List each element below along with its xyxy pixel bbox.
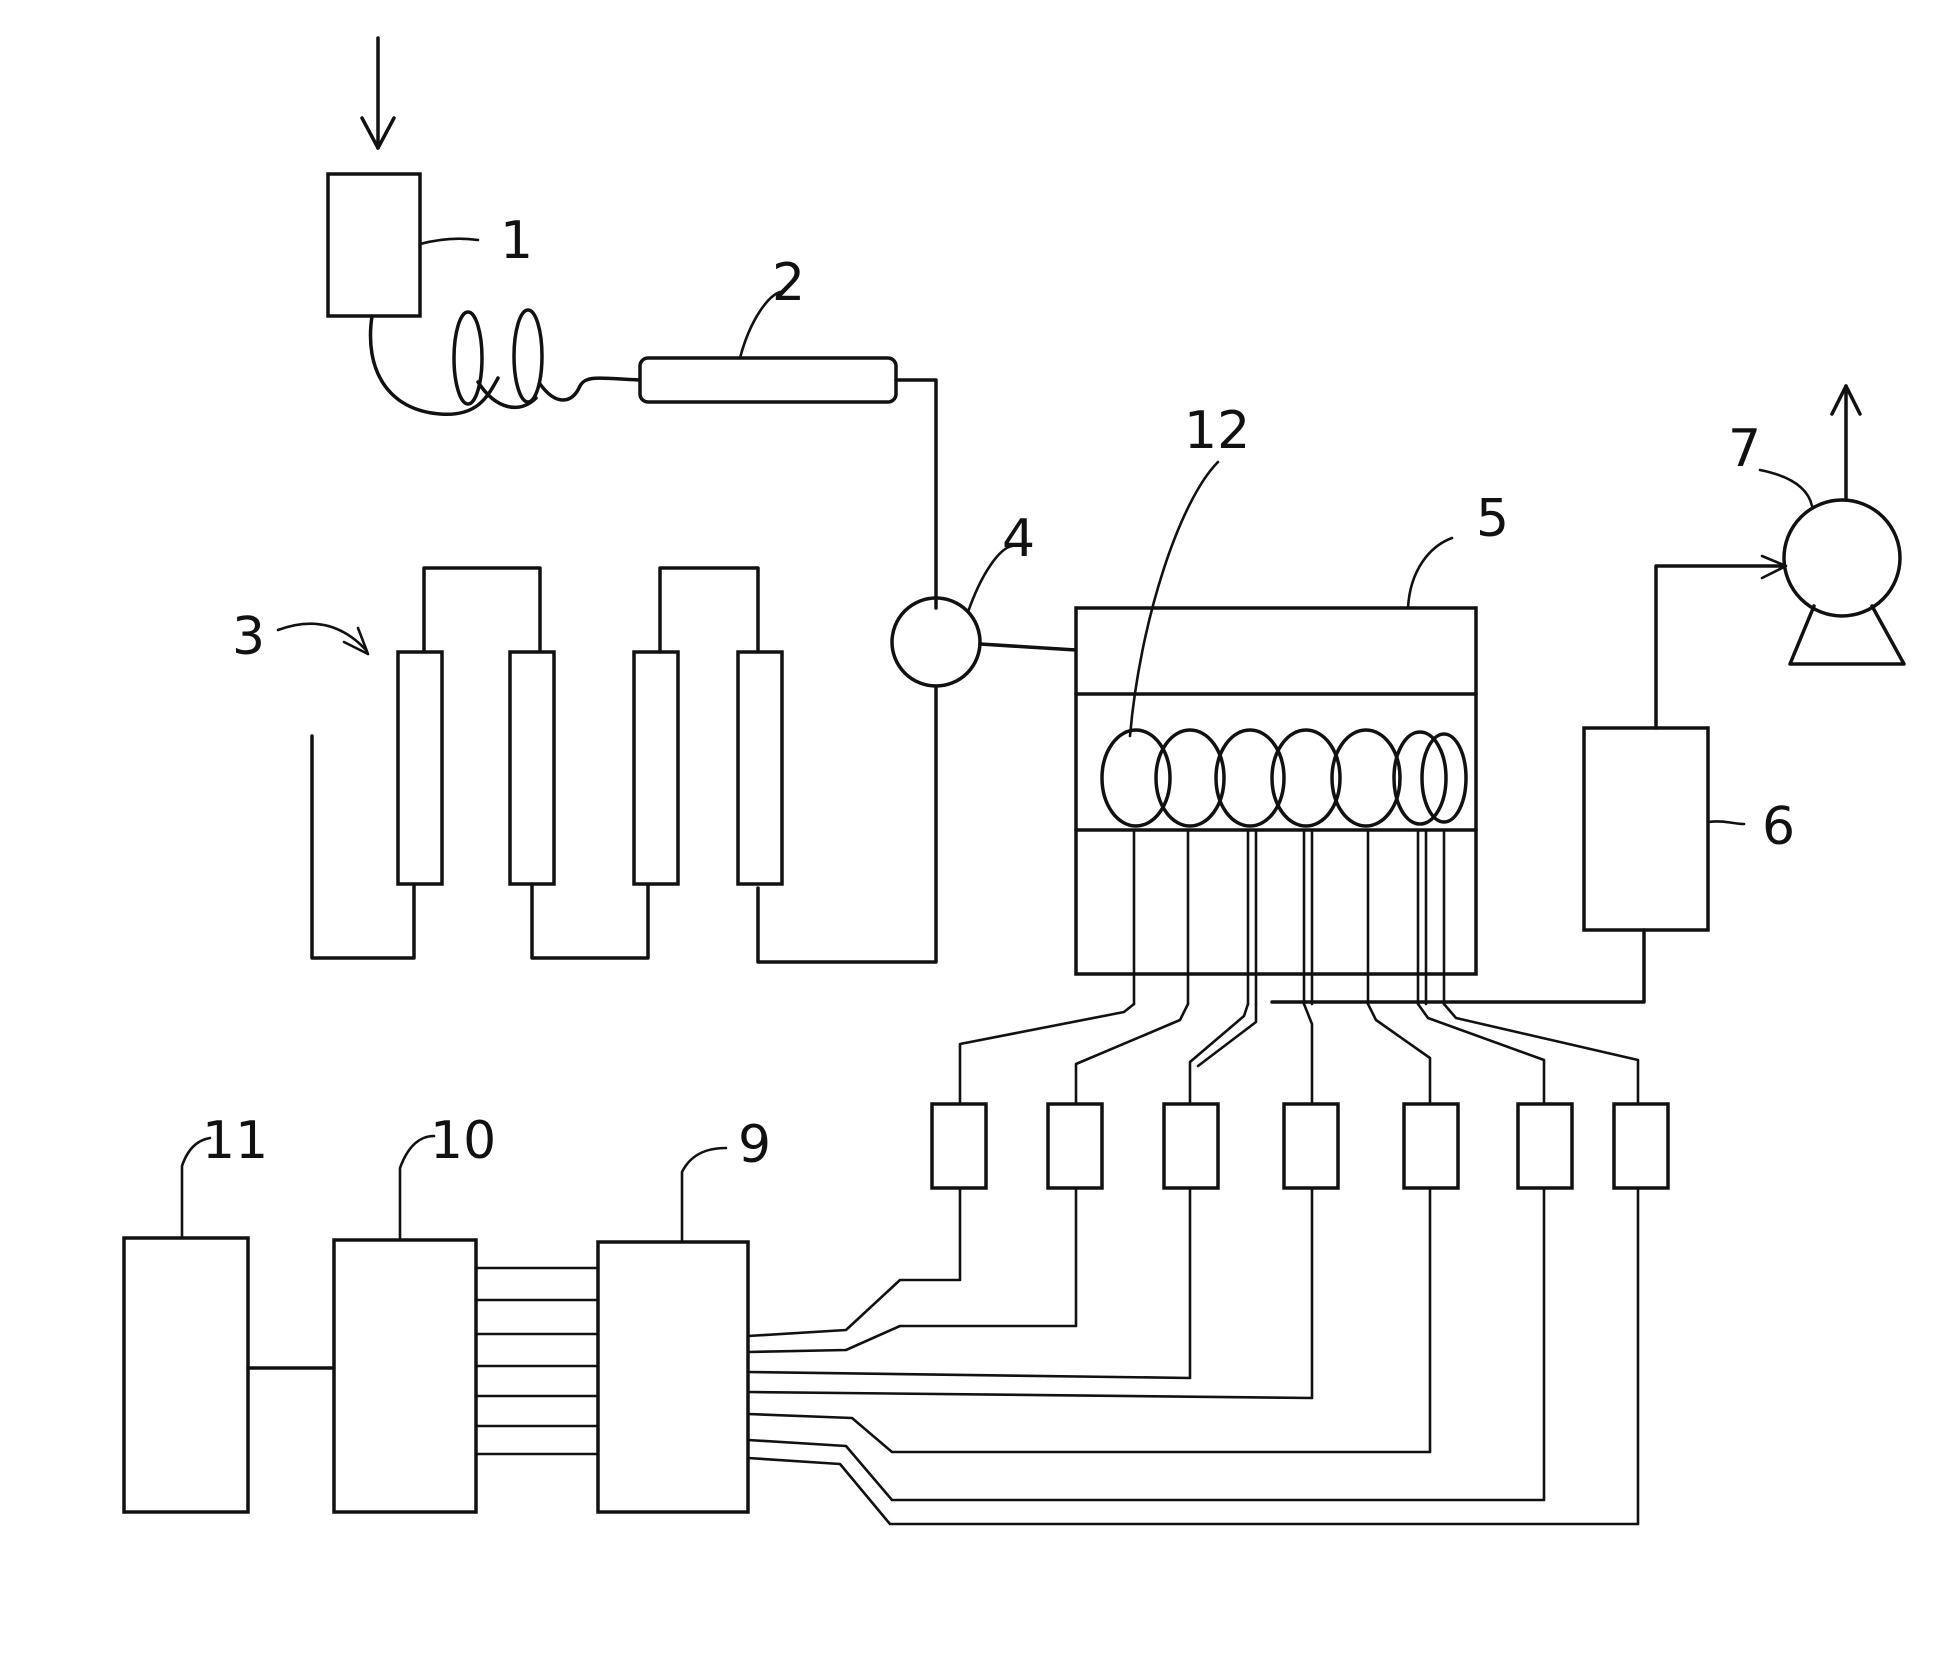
column-b [508,650,556,886]
coil-loop [1214,728,1286,828]
leader-12 [1128,460,1220,738]
coils-12 [1100,728,1468,828]
leader-5 [1406,536,1454,610]
label-2: 2 [772,253,805,313]
leader-6 [1706,820,1746,826]
sensor-box [1516,1102,1574,1190]
sensor-box [1402,1102,1460,1190]
pipe-condenser-to-pump [1654,564,1784,730]
pump-7 [1782,498,1906,666]
label-9: 9 [738,1115,771,1175]
pipe-valve-return [756,684,938,964]
column-a [396,650,444,886]
pipe-tube-to-valve [894,378,938,610]
column-d [736,650,784,886]
coil-loop [1100,728,1172,828]
label-4: 4 [1002,509,1035,569]
inlet-arrow [360,36,396,150]
columns-3 [310,566,784,960]
pipe-chamber-to-condenser [1270,928,1646,1004]
sensor-boxes [930,1102,1670,1190]
leader-1 [418,237,480,246]
sensor-box [1046,1102,1104,1190]
label-10: 10 [430,1111,496,1171]
condenser-6 [1582,726,1710,932]
sensor-box [1162,1102,1220,1190]
label-12: 12 [1184,401,1250,461]
leader-9 [680,1146,728,1244]
pump-outlet-arrow [1830,384,1862,502]
processor-10 [332,1238,478,1514]
leader-4 [966,544,1014,614]
label-6: 6 [1762,797,1795,857]
sensor-cables [958,1002,1640,1106]
pipe-valve-to-chamber [978,642,1078,652]
coil-loop [1330,728,1402,828]
chamber-5 [1074,606,1478,976]
feed-coil [368,308,642,416]
label-7: 7 [1728,419,1761,479]
sensor-box [1282,1102,1340,1190]
leader-7 [1758,468,1814,508]
coil-loop [1392,730,1448,826]
leader-11 [180,1136,212,1240]
coil-loop [1420,732,1468,824]
leader-10 [398,1134,436,1242]
sensor-box [930,1102,988,1190]
label-11: 11 [202,1111,268,1171]
valve-4 [890,596,982,688]
feed-unit-1 [326,172,422,318]
label-5: 5 [1476,489,1509,549]
column-c [632,650,680,886]
leader-2 [738,290,782,360]
bus-10-9 [474,1266,600,1456]
signal-lines [746,1186,1640,1526]
coil-leads [1132,828,1446,1006]
coil-loop [1154,728,1226,828]
label-3: 3 [232,607,265,667]
label-1: 1 [500,211,533,271]
display-11 [122,1236,250,1514]
interface-9 [596,1240,750,1514]
coil-loop [1270,728,1342,828]
sensor-box [1612,1102,1670,1190]
columns-arrow [276,622,370,656]
heater-tube-2 [638,356,898,404]
